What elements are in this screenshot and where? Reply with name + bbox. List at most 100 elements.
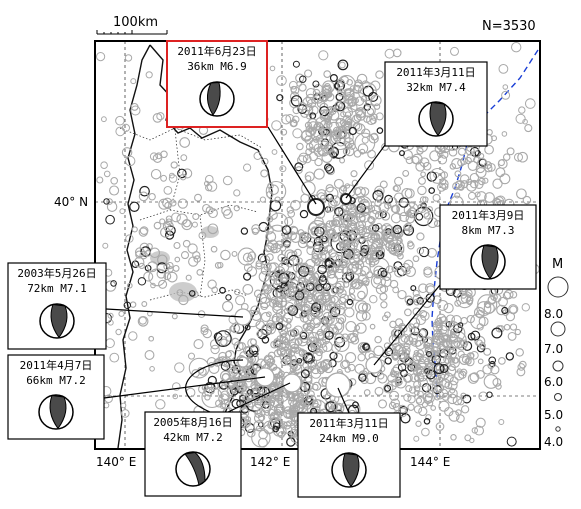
magnitude-legend: M 8.0 7.0 6.0 5.0 4.0 <box>544 257 569 449</box>
earthquake-event <box>333 352 344 363</box>
earthquake-event <box>238 342 246 351</box>
earthquake-event <box>196 269 204 276</box>
earthquake-event <box>424 342 435 353</box>
earthquake-event <box>340 333 350 342</box>
earthquake-event <box>467 160 478 171</box>
earthquake-event <box>498 419 505 425</box>
earthquake-event <box>103 198 110 205</box>
earthquake-event <box>415 362 430 377</box>
earthquake-event <box>198 231 207 240</box>
earthquake-event <box>294 162 304 172</box>
earthquake-event <box>344 111 352 118</box>
earthquake-event <box>144 250 152 257</box>
earthquake-event <box>179 173 187 181</box>
earthquake-event <box>522 118 528 125</box>
earthquake-event <box>180 251 190 260</box>
earthquake-event <box>152 153 163 163</box>
earthquake-event <box>178 294 189 306</box>
earthquake-event <box>368 260 376 268</box>
earthquake-event <box>450 434 457 441</box>
earthquake-event <box>324 163 333 172</box>
earthquake-event <box>419 309 428 318</box>
earthquake-event <box>294 337 303 346</box>
earthquake-event <box>509 323 518 331</box>
earthquake-event <box>466 314 475 324</box>
event-count-label: N=3530 <box>482 19 536 34</box>
earthquake-event <box>126 282 133 289</box>
earthquake-event <box>332 219 340 226</box>
earthquake-event <box>280 358 288 367</box>
earthquake-event <box>334 206 344 217</box>
earthquake-event <box>412 352 422 362</box>
earthquake-event <box>392 185 399 192</box>
earthquake-event <box>326 166 336 176</box>
earthquake-event <box>517 151 528 163</box>
mechanism-date: 2011年6月23日 <box>177 44 256 58</box>
earthquake-event <box>405 210 412 218</box>
earthquake-event <box>515 348 524 357</box>
earthquake-event <box>355 108 363 116</box>
mechanism-date: 2005年8月16日 <box>153 415 232 429</box>
earthquake-event <box>298 83 307 92</box>
earthquake-event <box>470 330 481 341</box>
earthquake-event <box>145 71 153 79</box>
earthquake-event <box>487 362 495 370</box>
earthquake-event <box>301 305 310 314</box>
earthquake-event <box>315 284 323 292</box>
earthquake-event <box>273 413 280 420</box>
earthquake-event <box>205 184 213 192</box>
earthquake-event <box>217 261 224 269</box>
earthquake-event <box>277 431 285 439</box>
earthquake-event <box>115 328 122 336</box>
earthquake-event <box>477 358 484 365</box>
earthquake-event <box>376 371 385 380</box>
earthquake-event <box>235 295 246 306</box>
earthquake-event <box>171 212 181 223</box>
earthquake-event <box>487 295 497 305</box>
earthquake-event <box>251 224 261 234</box>
earthquake-event <box>311 302 322 313</box>
earthquake-event <box>432 295 442 305</box>
earthquake-event <box>347 214 359 226</box>
earthquake-event <box>332 213 341 222</box>
longitude-label-144: 144° E <box>410 455 450 469</box>
earthquake-event <box>329 303 337 311</box>
earthquake-event <box>164 221 171 228</box>
earthquake-event <box>338 130 348 139</box>
earthquake-event <box>279 330 288 338</box>
focal-mechanism-beachball-icon <box>470 244 506 280</box>
earthquake-event <box>392 286 400 294</box>
earthquake-event <box>449 163 457 170</box>
earthquake-event <box>402 349 411 357</box>
earthquake-event <box>231 250 238 257</box>
earthquake-event <box>281 114 292 125</box>
earthquake-event <box>343 94 354 105</box>
earthquake-event <box>501 306 509 315</box>
earthquake-event <box>366 107 375 116</box>
earthquake-event <box>449 356 456 363</box>
legend-level-8: 8.0 <box>544 307 563 321</box>
earthquake-event <box>219 370 231 382</box>
earthquake-event <box>424 346 433 355</box>
earthquake-event <box>474 180 484 189</box>
earthquake-event <box>337 288 347 298</box>
earthquake-event <box>345 352 357 364</box>
earthquake-event <box>210 245 218 253</box>
earthquake-event <box>399 324 408 333</box>
earthquake-event <box>192 251 201 260</box>
earthquake-event <box>436 324 443 331</box>
earthquake-event <box>422 391 434 403</box>
earthquake-event <box>330 403 339 411</box>
earthquake-event <box>509 305 518 314</box>
earthquake-event <box>176 213 188 225</box>
earthquake-event <box>163 263 171 271</box>
earthquake-event <box>432 193 441 202</box>
large-earthquake-event <box>325 372 351 398</box>
earthquake-event <box>163 186 173 195</box>
earthquake-event <box>311 255 320 264</box>
earthquake-event <box>348 210 357 219</box>
mechanism-depth-magnitude: 8km M7.3 <box>462 224 515 237</box>
earthquake-event <box>352 228 360 236</box>
earthquake-event <box>434 383 444 393</box>
earthquake-event <box>467 372 479 384</box>
